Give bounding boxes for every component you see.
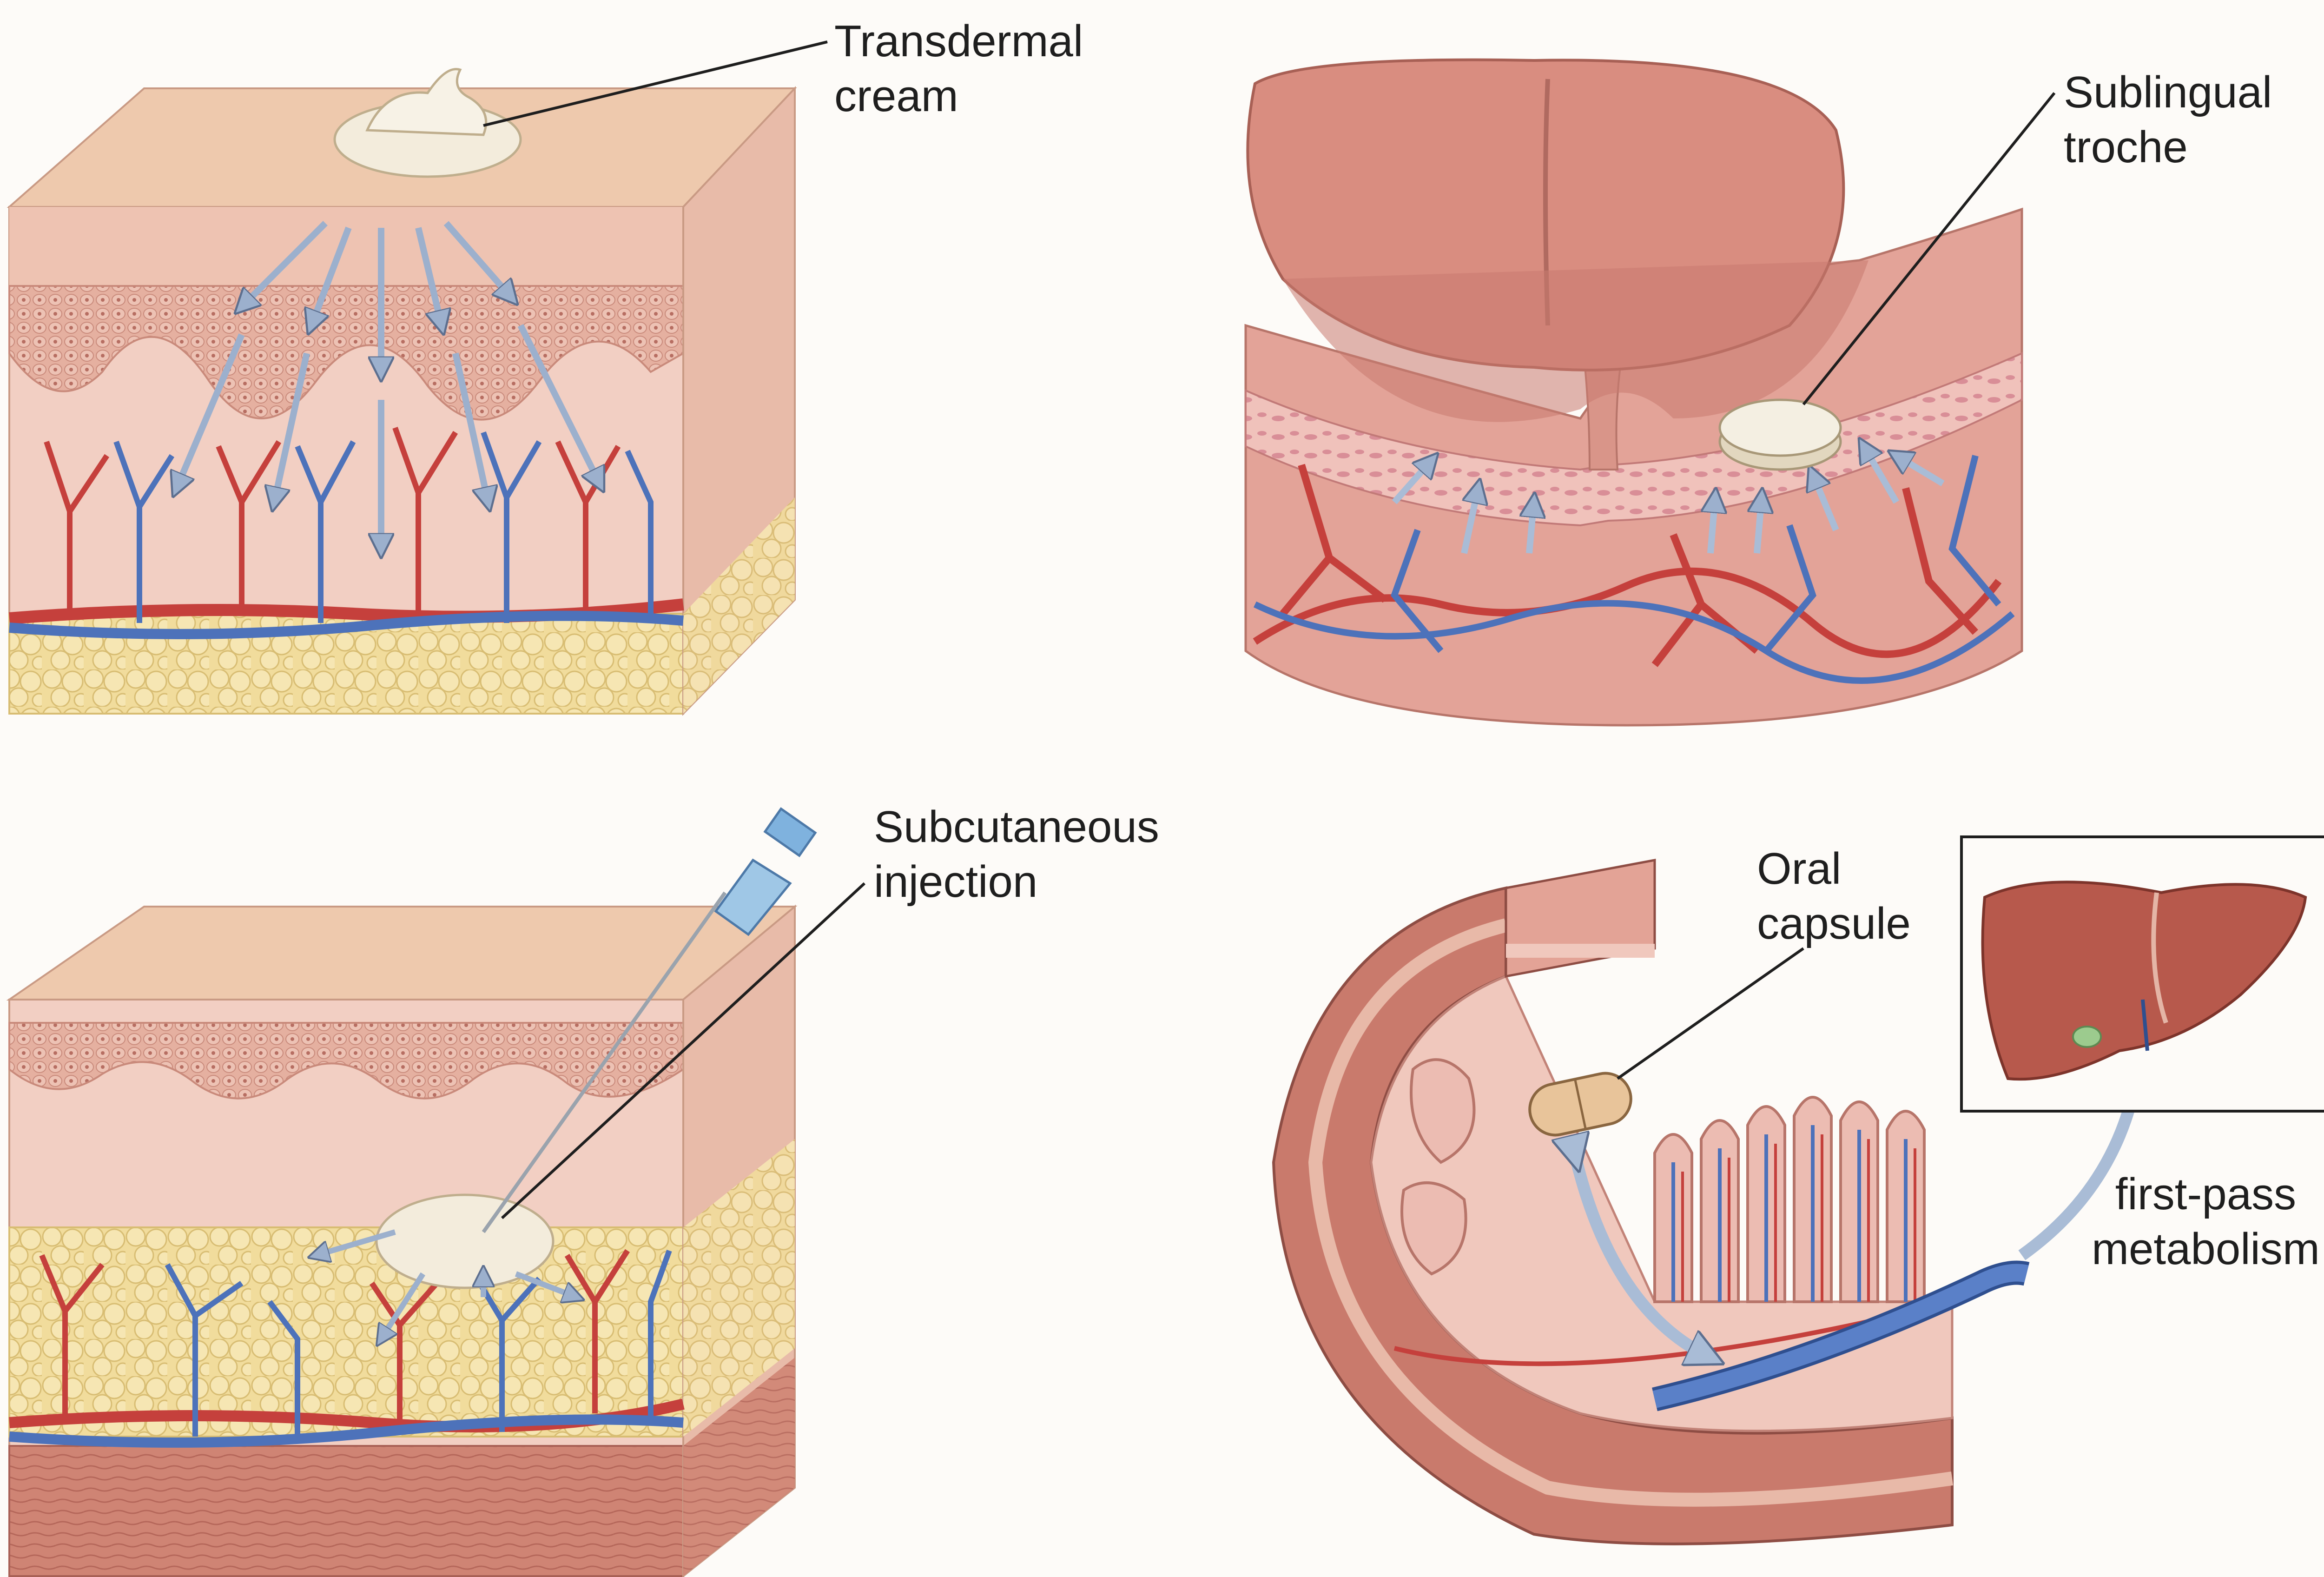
cut-face bbox=[1505, 858, 1656, 978]
label-line-1: Subcutaneous bbox=[874, 802, 1159, 852]
vein bbox=[9, 1414, 684, 1448]
skin-surface-top bbox=[6, 906, 798, 1001]
diffusion-arrows bbox=[177, 221, 600, 549]
label-leader-line bbox=[1617, 947, 1804, 1080]
injected-depot bbox=[375, 1193, 555, 1289]
label-line-2: metabolism bbox=[2092, 1224, 2320, 1274]
sublingual-troche-label: Sublingual troche bbox=[2064, 65, 2272, 175]
vein bbox=[9, 610, 684, 639]
absorption-arrow bbox=[1576, 1158, 1710, 1358]
label-line-1: Oral bbox=[1757, 844, 1842, 894]
label-line-1: Sublingual bbox=[2064, 67, 2272, 117]
label-line-1: Transdermal bbox=[834, 16, 1083, 66]
syringe-icon bbox=[482, 807, 817, 1233]
label-line-1: first-pass bbox=[2115, 1169, 2297, 1219]
label-line-2: cream bbox=[834, 71, 958, 121]
subcutaneous-panel bbox=[6, 807, 866, 1577]
subcutaneous-injection-label: Subcutaneous injection bbox=[874, 800, 1159, 909]
label-leader-line bbox=[1802, 92, 2056, 405]
sublingual-panel bbox=[1244, 58, 2056, 727]
liver-icon bbox=[1981, 881, 2307, 1081]
cream-dollop-icon bbox=[333, 68, 522, 178]
muscle-layer bbox=[8, 1445, 684, 1577]
transdermal-cream-label: Transdermal cream bbox=[834, 14, 1083, 124]
label-leader-line bbox=[501, 882, 866, 1219]
oral-capsule-label: Oral capsule bbox=[1757, 842, 1911, 951]
dispersion-arrows bbox=[316, 1229, 576, 1339]
label-line-2: capsule bbox=[1757, 899, 1911, 948]
absorption-arrows bbox=[1392, 446, 1945, 554]
first-pass-metabolism-label: first-pass metabolism bbox=[2092, 1167, 2320, 1277]
epidermis-layer bbox=[8, 1022, 684, 1100]
label-leader-line bbox=[483, 40, 828, 127]
label-line-2: troche bbox=[2064, 122, 2188, 172]
transdermal-panel bbox=[7, 40, 828, 716]
epidermis-layer bbox=[8, 285, 684, 421]
fat-layer bbox=[8, 1226, 684, 1438]
label-line-2: injection bbox=[874, 857, 1038, 907]
troche-tablet-icon bbox=[1718, 398, 1842, 471]
oral-panel bbox=[1272, 835, 2324, 1545]
capsule-icon bbox=[1528, 1072, 1632, 1137]
